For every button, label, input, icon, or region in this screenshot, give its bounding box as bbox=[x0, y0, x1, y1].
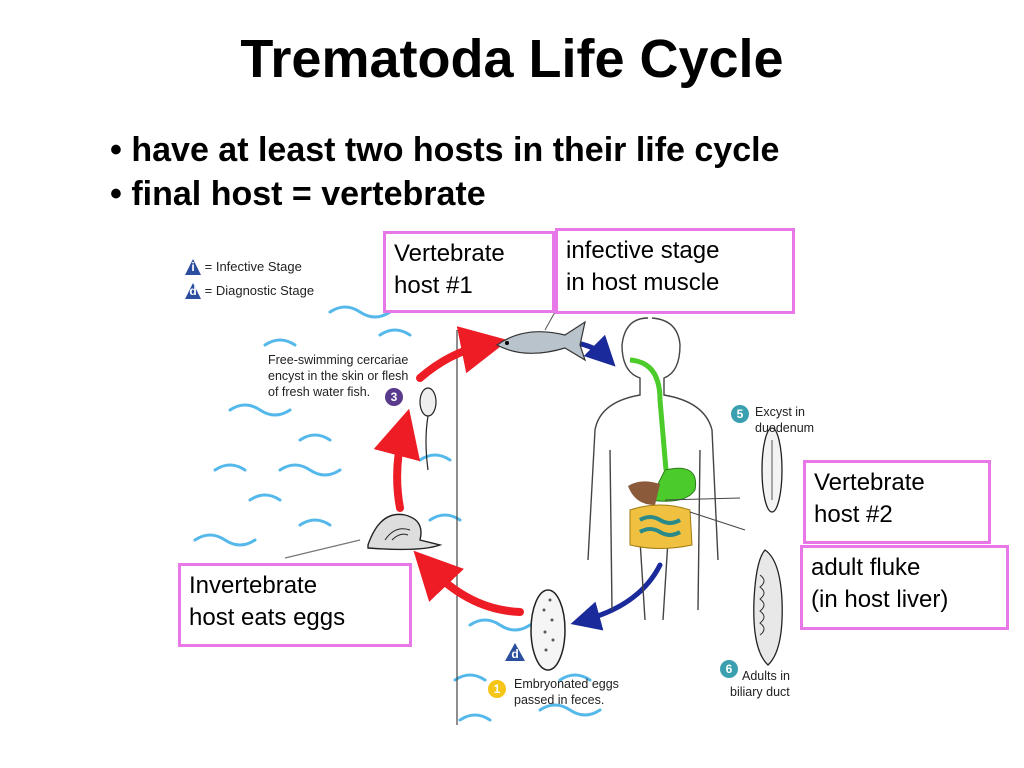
legend-diagnostic: d = Diagnostic Stage bbox=[185, 283, 314, 299]
stage-5-badge: 5 bbox=[731, 405, 749, 423]
bullet-item: final host = vertebrate bbox=[110, 172, 779, 216]
cercaria-drawing bbox=[419, 387, 437, 471]
stage-6-label: Adults in biliary duct bbox=[730, 669, 790, 699]
callout-infective-stage: infective stage in host muscle bbox=[555, 228, 795, 314]
egg-drawing bbox=[530, 589, 566, 671]
stage-3-label: Free-swimming cercariae encyst in the sk… bbox=[268, 353, 409, 399]
bullet-list: have at least two hosts in their life cy… bbox=[110, 128, 779, 216]
adult-fluke-drawing bbox=[753, 549, 783, 666]
red-arrows bbox=[373, 326, 524, 616]
callout-vertebrate-host-1: Vertebrate host #1 bbox=[383, 231, 555, 313]
fish-drawing bbox=[495, 311, 587, 362]
stage-5-label: Excyst in duodenum bbox=[755, 405, 815, 435]
diagnostic-stage-badge: d bbox=[185, 283, 201, 299]
infective-stage-badge: i bbox=[185, 259, 201, 275]
stage-1-label: Embryonated eggs passed in feces. bbox=[514, 677, 619, 707]
snail-drawing bbox=[367, 513, 443, 551]
stage-1-badge: 1 bbox=[488, 680, 506, 698]
bullet-item: have at least two hosts in their life cy… bbox=[110, 128, 779, 172]
slide-title: Trematoda Life Cycle bbox=[240, 29, 784, 89]
callout-invertebrate-host: Invertebrate host eats eggs bbox=[178, 563, 412, 647]
human-figure bbox=[587, 317, 719, 621]
stage-3-badge: 3 bbox=[385, 388, 403, 406]
digestive-tract bbox=[628, 357, 697, 549]
callout-vertebrate-host-2: Vertebrate host #2 bbox=[803, 460, 991, 544]
excysted-larva-drawing bbox=[761, 427, 783, 513]
callout-adult-fluke: adult fluke (in host liver) bbox=[800, 545, 1009, 630]
legend-infective: i = Infective Stage bbox=[185, 259, 302, 275]
stage-6-badge: 6 bbox=[720, 660, 738, 678]
blue-arrows bbox=[569, 334, 663, 631]
